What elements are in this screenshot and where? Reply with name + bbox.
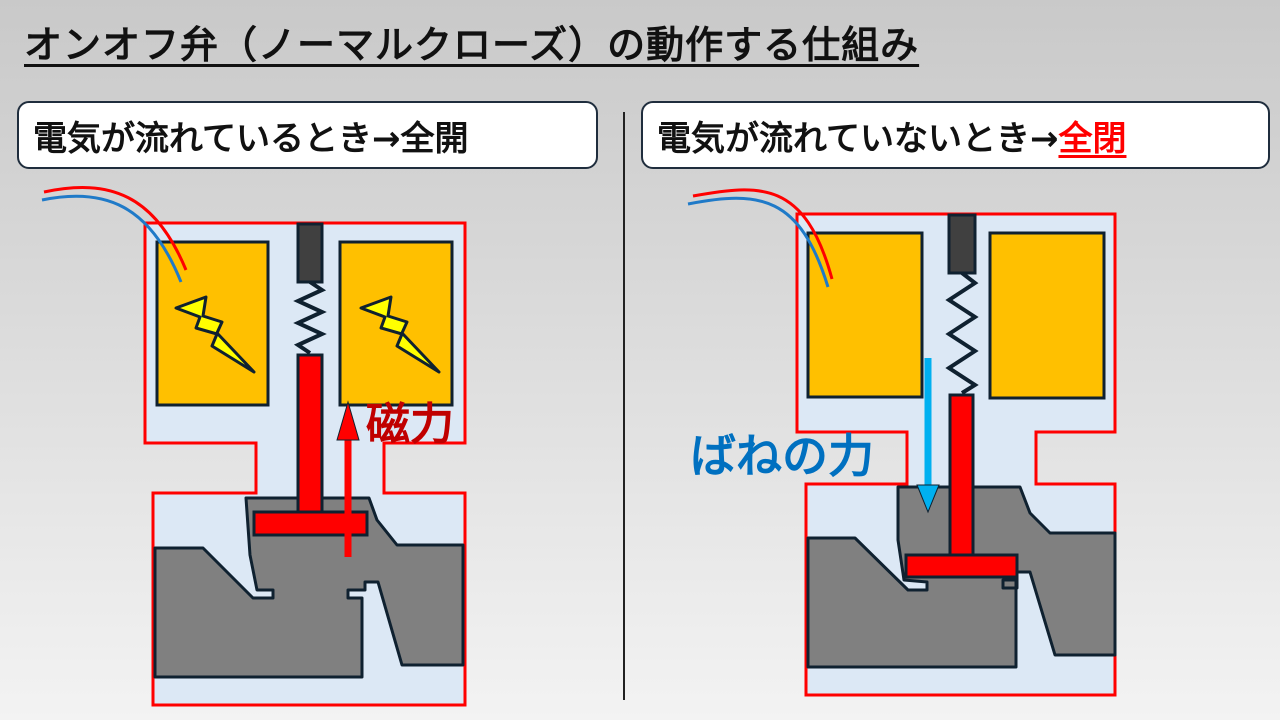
plunger-core xyxy=(296,222,324,284)
arrow-up-icon xyxy=(336,400,360,441)
plunger-core xyxy=(947,213,977,275)
spring xyxy=(293,280,327,355)
wire-red xyxy=(692,188,834,280)
valve-disc xyxy=(252,510,369,537)
spring-force-label: ばねの力 xyxy=(690,429,874,483)
coil-right xyxy=(988,231,1106,400)
wire-red xyxy=(43,186,188,271)
wire-blue xyxy=(687,196,830,288)
lightning-icon xyxy=(174,295,256,374)
valve-open-diagram xyxy=(41,186,467,707)
label-energized-text: 電気が流れているとき→ xyxy=(33,118,401,159)
label-energized: 電気が流れているとき→全開 xyxy=(17,101,598,169)
valve-seat-body xyxy=(153,496,465,679)
label-deenergized: 電気が流れていないとき→全閉 xyxy=(641,101,1270,169)
plunger-stem xyxy=(296,353,324,520)
label-deenergized-text: 電気が流れていないとき→ xyxy=(657,118,1059,159)
arrow-down-icon xyxy=(916,484,940,514)
label-energized-state: 全開 xyxy=(400,118,469,159)
valve-closed-diagram xyxy=(687,188,1117,697)
page-title: オンオフ弁（ノーマルクローズ）の動作する仕組み xyxy=(24,23,920,67)
valve-disc xyxy=(904,553,1019,579)
lightning-icon xyxy=(359,295,441,374)
spring xyxy=(945,271,979,395)
label-deenergized-state: 全閉 xyxy=(1058,118,1127,159)
plunger-stem xyxy=(948,393,975,559)
magnetic-force-label: 磁力 xyxy=(366,399,454,450)
wire-blue xyxy=(41,194,183,283)
